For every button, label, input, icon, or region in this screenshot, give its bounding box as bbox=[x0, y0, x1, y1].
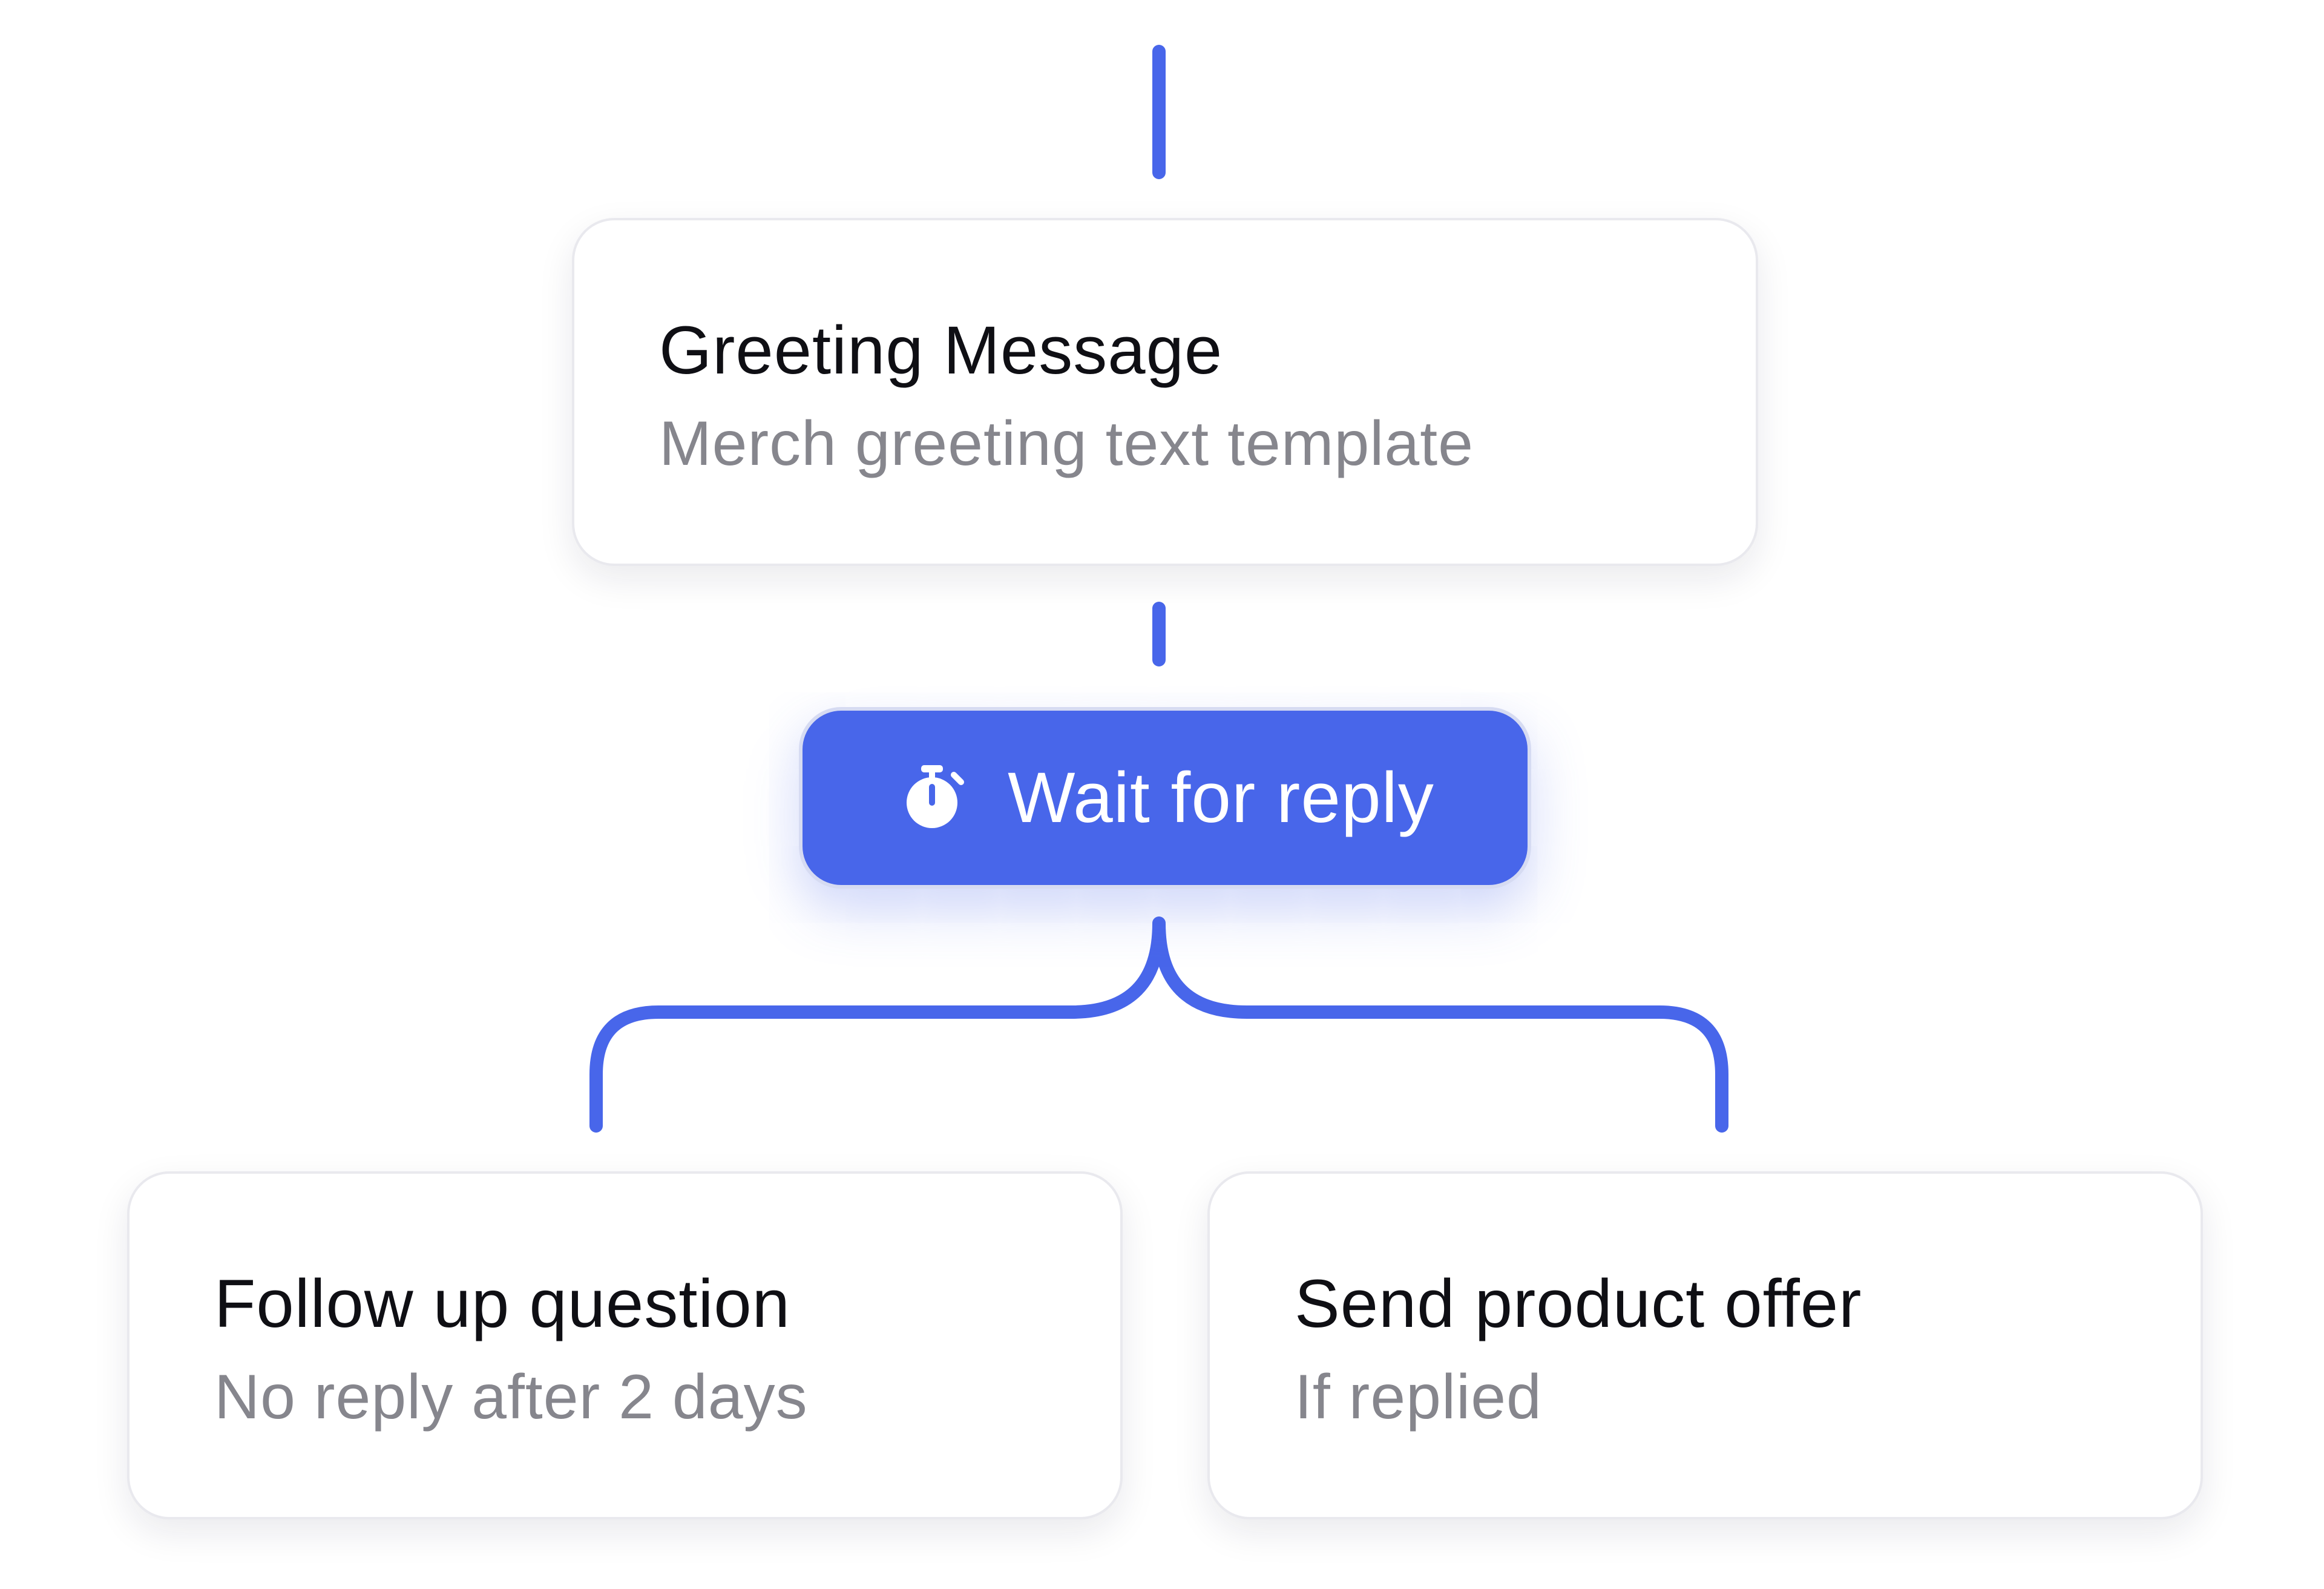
wait-for-reply-label: Wait for reply bbox=[1008, 758, 1434, 838]
card-title: Greeting Message bbox=[659, 312, 1223, 388]
card-subtitle: Merch greeting text template bbox=[659, 409, 1474, 479]
send-product-offer-card[interactable]: Send product offer If replied bbox=[1207, 1171, 2203, 1519]
card-title: Send product offer bbox=[1295, 1266, 1862, 1341]
follow-up-question-card[interactable]: Follow up question No reply after 2 days bbox=[127, 1171, 1123, 1519]
wait-for-reply-button[interactable]: Wait for reply bbox=[799, 707, 1531, 889]
card-subtitle: If replied bbox=[1295, 1362, 1542, 1432]
connector-branch bbox=[589, 916, 1728, 1133]
stopwatch-icon bbox=[896, 758, 974, 837]
card-subtitle: No reply after 2 days bbox=[214, 1362, 808, 1432]
card-title: Follow up question bbox=[214, 1266, 790, 1341]
greeting-message-card[interactable]: Greeting Message Merch greeting text tem… bbox=[572, 218, 1758, 566]
